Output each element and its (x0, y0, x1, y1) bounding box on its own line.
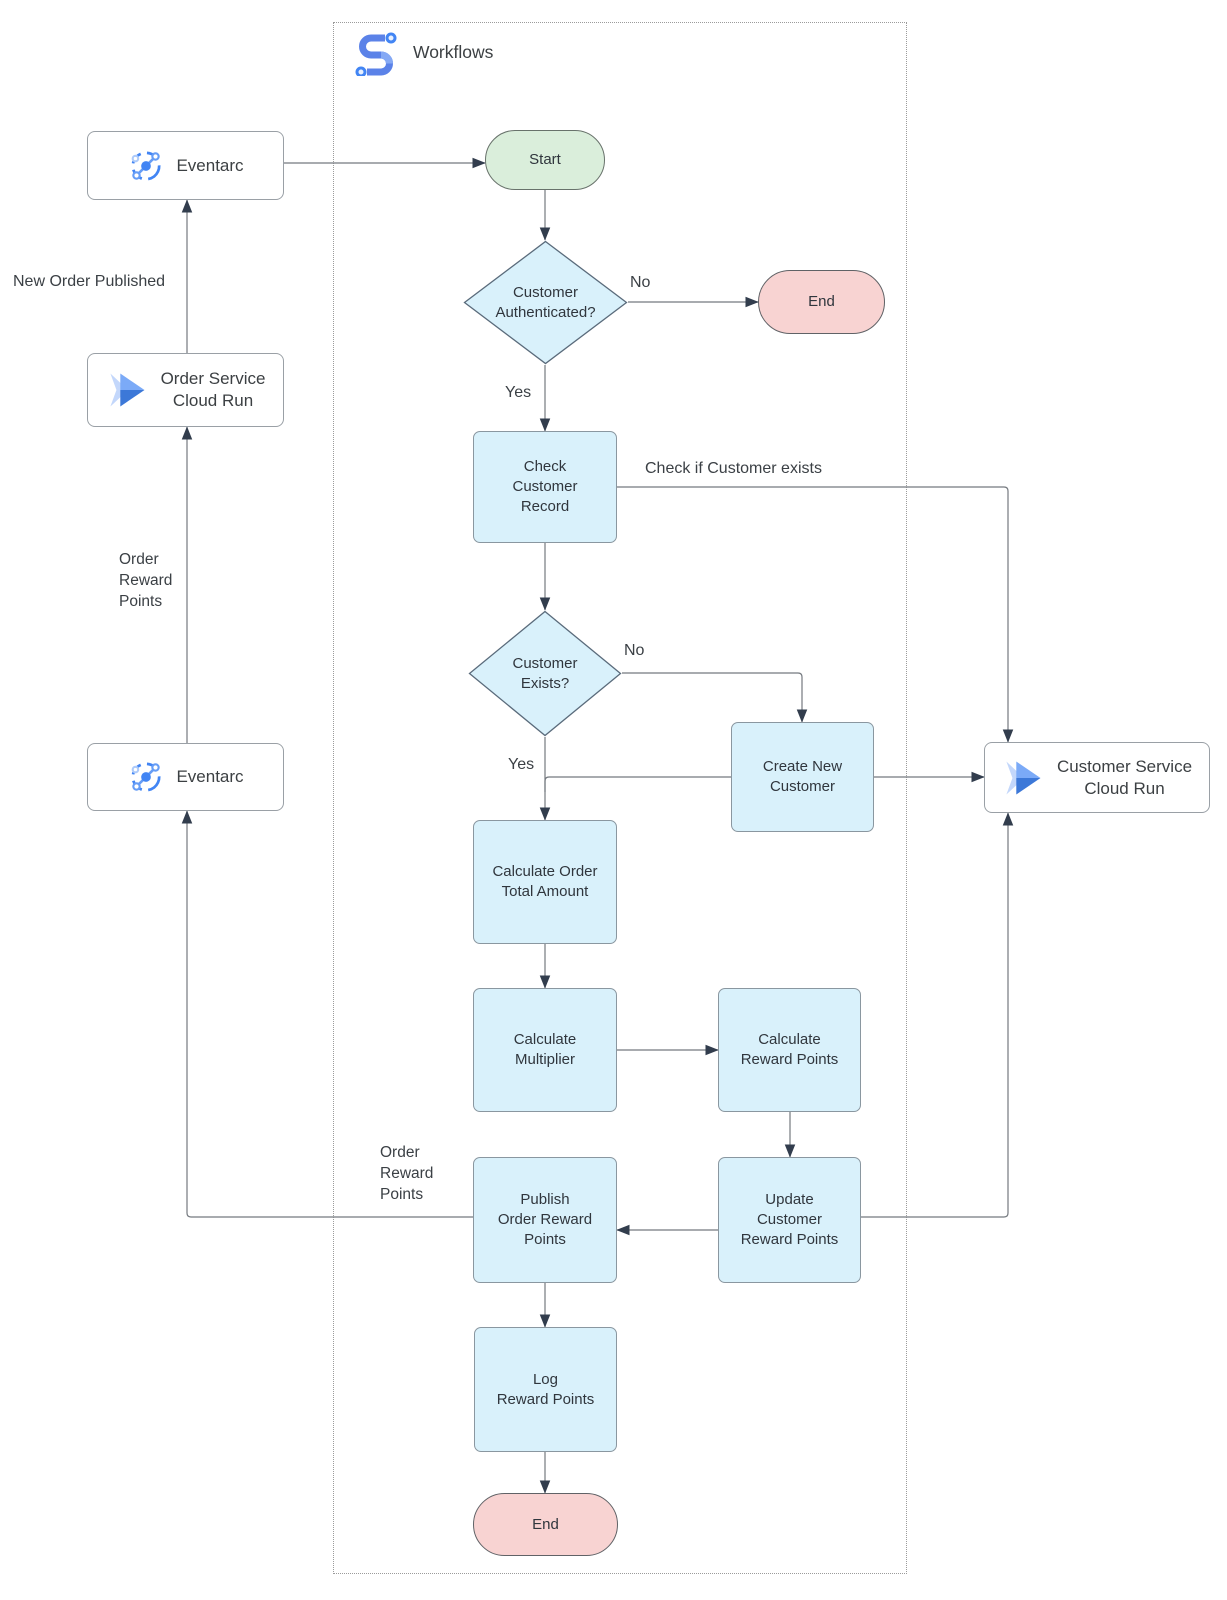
node-end-bottom: End (473, 1493, 618, 1556)
container-title: Workflows (413, 41, 494, 62)
node-calculate-order-total-amount: Calculate Order Total Amount (473, 820, 617, 944)
service-label: Customer Service Cloud Run (1056, 756, 1193, 798)
service-label: Eventarc (176, 767, 244, 786)
decision-label: Customer Exists? (512, 654, 578, 692)
label-no-authenticated: No (630, 274, 651, 291)
cloud-run-icon (109, 373, 145, 407)
node-start: Start (485, 130, 605, 190)
node-update-customer-reward-points: Update Customer Reward Points (718, 1157, 861, 1283)
node-calculate-reward-points: Calculate Reward Points (718, 988, 861, 1112)
decision-customer-authenticated: Customer Authenticated? (463, 240, 628, 365)
service-order-service-cloud-run: Order Service Cloud Run (87, 353, 284, 427)
service-customer-service-cloud-run: Customer Service Cloud Run (984, 742, 1210, 813)
label-yes-authenticated: Yes (505, 384, 532, 401)
node-log-reward-points: Log Reward Points (474, 1327, 617, 1452)
label-no-exists: No (624, 642, 645, 659)
cloud-run-icon (1006, 761, 1041, 794)
service-eventarc-top: Eventarc (87, 131, 284, 200)
service-eventarc-bottom: Eventarc (87, 743, 284, 811)
label-check-if-customer-exists: Check if Customer exists (645, 460, 822, 477)
node-create-new-customer: Create New Customer (731, 722, 874, 832)
eventarc-icon (131, 150, 162, 181)
decision-label: Customer Authenticated? (495, 283, 596, 321)
label-new-order-published: New Order Published (13, 273, 166, 290)
label-yes-exists: Yes (508, 756, 535, 773)
label-order-reward-points-publish: Order Reward Points (380, 1144, 434, 1203)
eventarc-icon (131, 762, 162, 792)
decision-customer-exists: Customer Exists? (468, 610, 622, 737)
node-publish-order-reward-points: Publish Order Reward Points (473, 1157, 617, 1283)
workflows-container (333, 22, 907, 1574)
label-order-reward-points-event: Order Reward Points (119, 551, 173, 610)
service-label: Eventarc (176, 155, 244, 175)
node-end-top: End (758, 270, 885, 334)
workflows-header: Workflows (352, 28, 493, 76)
node-check-customer-record: Check Customer Record (473, 431, 617, 543)
service-label: Order Service Cloud Run (160, 369, 266, 410)
workflows-icon (355, 32, 397, 76)
node-calculate-multiplier: Calculate Multiplier (473, 988, 617, 1112)
